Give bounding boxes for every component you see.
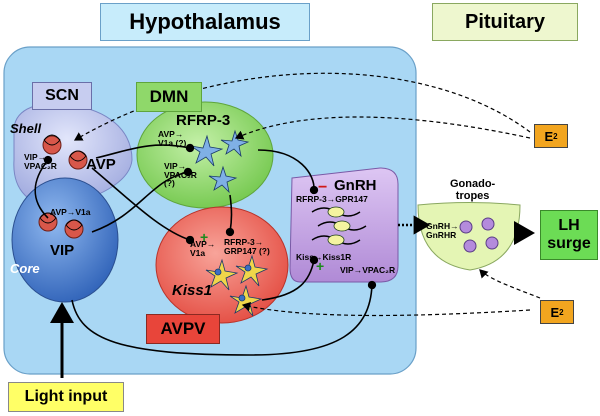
gnrh-rfrp-gpr147-label: RFRP-3→GPR147: [296, 194, 368, 204]
avp-label: AVP: [86, 156, 116, 173]
e2-to-kiss-feedback: [241, 301, 531, 317]
avpv-label: AVPV: [146, 314, 220, 344]
e2-top-text: E: [544, 128, 554, 144]
dmn-vip-vpac2r-label: VIP→ VPAC₂R (?): [164, 161, 197, 188]
kiss-plus-sign: +: [200, 229, 209, 245]
kiss1-neurons: [205, 254, 269, 317]
kiss-rfrp-gpr147-label: RFRP-3→ GRP147 (?): [224, 237, 270, 256]
pituitary-header: Pituitary: [432, 3, 578, 41]
gonadotrope-cells: [459, 217, 499, 253]
e2-to-dmn-feedback: [234, 116, 531, 140]
core-neurons: [38, 212, 84, 239]
scn-avp-v1a-label: AVP→V1a: [50, 207, 91, 217]
dmn-to-kiss-line: [225, 194, 235, 237]
rfrp3-label: RFRP-3: [176, 112, 231, 129]
vip-label: VIP: [50, 242, 75, 259]
vip-to-dmn-line: [91, 167, 193, 233]
kiss-avp-v1a-label: AVP→ V1a: [190, 239, 216, 258]
vip-to-gnrh-line: [71, 280, 377, 356]
scn-core-region: [11, 177, 119, 303]
gnrh-vip-vpac2r-label: VIP→VPAC₂R: [340, 265, 396, 275]
avp-to-kiss-line: [91, 167, 195, 245]
scn-label: SCN: [32, 82, 92, 110]
dmn-to-gnrh-line: [257, 149, 319, 195]
dmn-avp-v1a-label: AVP→ V1a (?): [158, 129, 187, 148]
gonadotropes-region: [417, 202, 521, 271]
hypothalamus-header: Hypothalamus: [100, 3, 310, 41]
dmn-label: DMN: [136, 82, 202, 112]
core-to-shell-line: [34, 155, 53, 219]
gonadotropes-label: Gonado- tropes: [450, 178, 496, 203]
kiss-to-gnrh-line: [261, 255, 319, 301]
e2-to-gonadotropes-feedback: [479, 269, 541, 299]
gnrh-label: GnRH: [334, 177, 377, 194]
gonado-gnrh-gnrhr-label: GnRH→ GnRHR: [426, 221, 459, 240]
core-label: Core: [10, 261, 40, 276]
gnrh-plus-sign: +: [316, 258, 325, 274]
kiss1-label: Kiss1: [172, 282, 213, 299]
e2-bottom-text: E: [550, 304, 560, 320]
lh-surge-label: LH surge: [540, 210, 598, 260]
avp-to-dmn-line: [95, 143, 195, 159]
e2-top-sub: 2: [553, 131, 558, 141]
light-input-label: Light input: [8, 382, 124, 412]
scn-vip-vpac2r-label: VIP→ VPAC₂R: [24, 152, 57, 171]
gnrh-kiss-kiss1r-label: Kiss→Kiss1R: [296, 252, 352, 262]
shell-neurons: [42, 134, 88, 170]
dmn-neurons: [190, 129, 250, 194]
gnrh-neurons: [311, 206, 367, 246]
gnrh-minus-sign: −: [318, 179, 328, 196]
e2-bottom-sub: 2: [559, 307, 564, 317]
shell-label: Shell: [10, 121, 42, 136]
